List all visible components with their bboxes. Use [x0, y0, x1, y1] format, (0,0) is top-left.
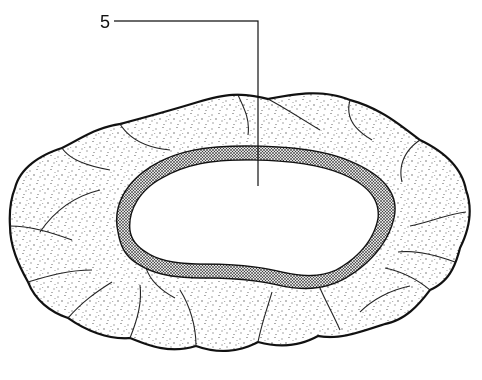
central-opening: [130, 160, 378, 276]
callout-label: 5: [100, 12, 110, 32]
